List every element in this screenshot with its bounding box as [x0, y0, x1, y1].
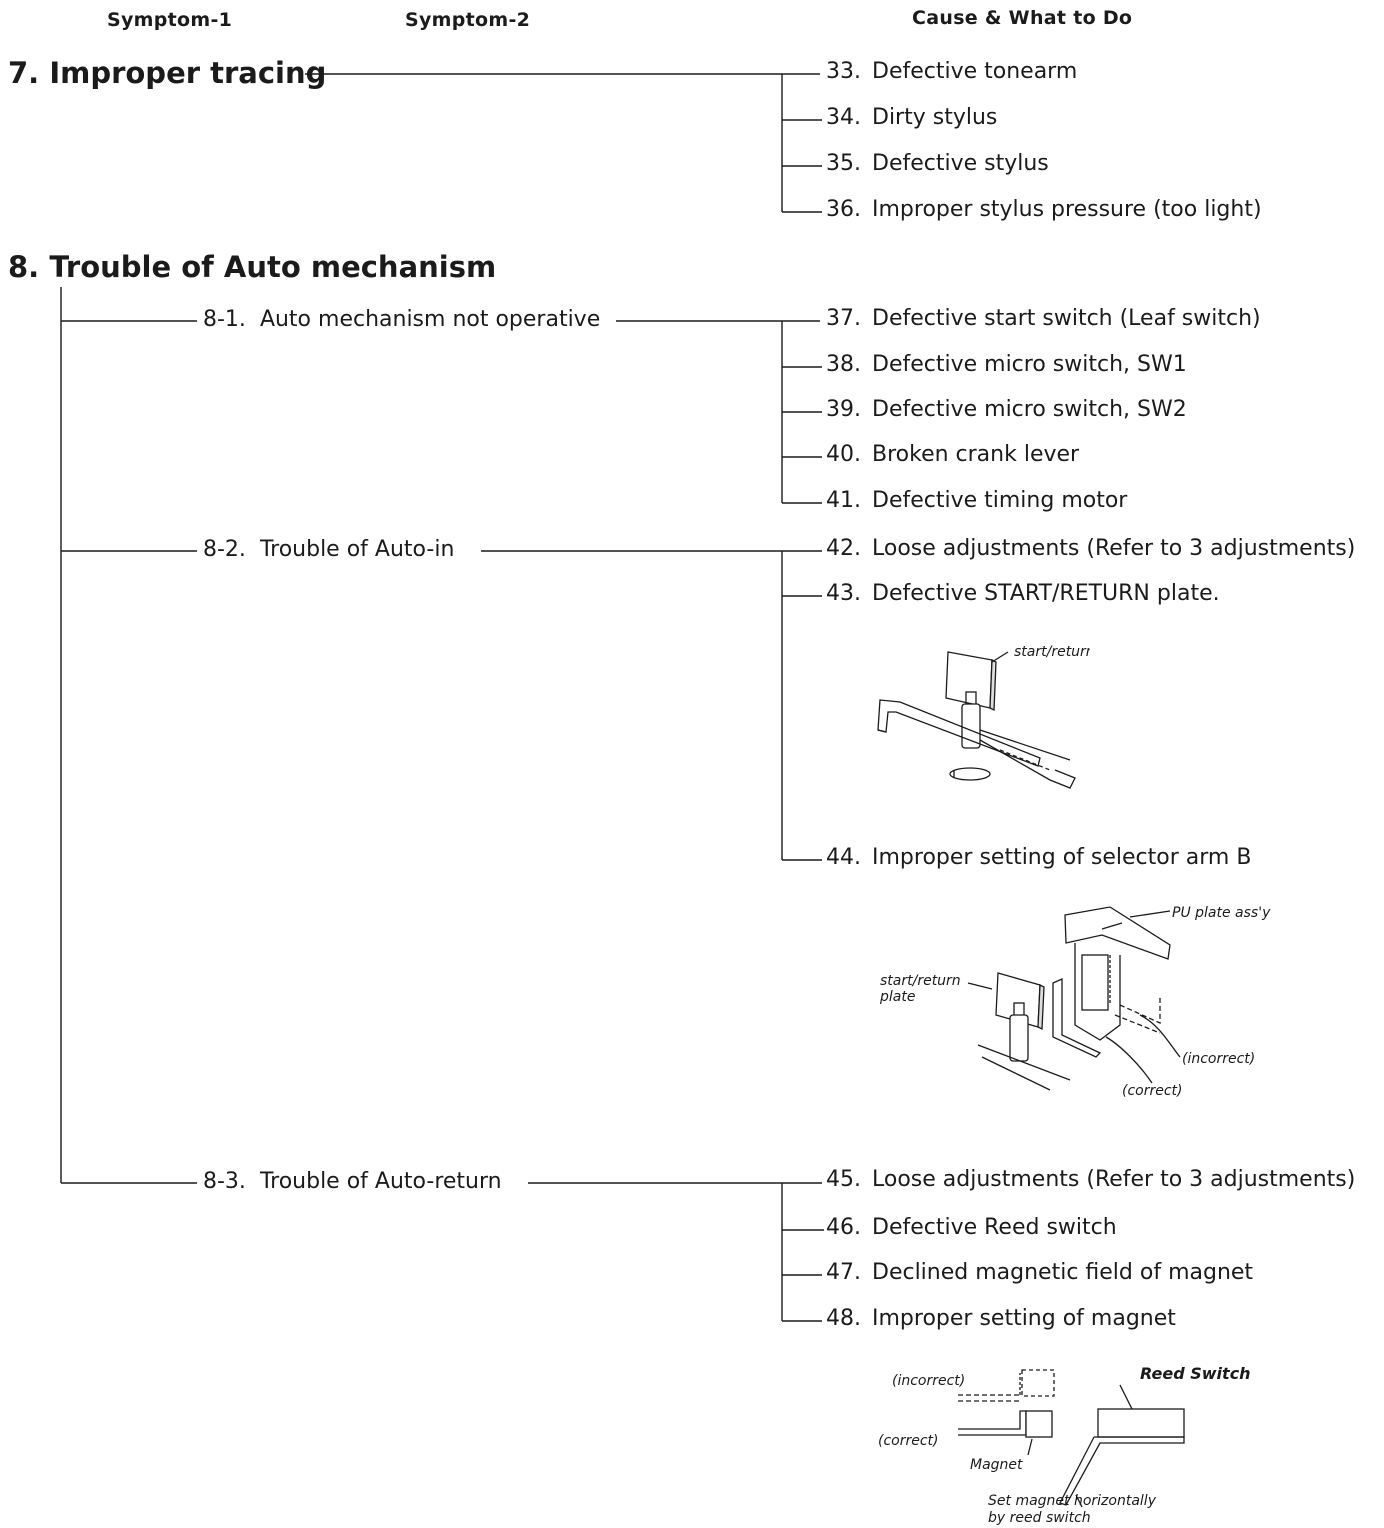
label-pu-plate: PU plate ass'y	[1172, 905, 1271, 921]
cause-text: Defective tonearm	[872, 59, 1078, 84]
cause-text: Declined magnetic field of magnet	[872, 1260, 1254, 1285]
subsection-title: Trouble of Auto-return	[259, 1169, 502, 1194]
cause-text: Defective micro switch, SW2	[872, 397, 1187, 422]
label-correct: (correct)	[1122, 1083, 1183, 1099]
cause-46: 46. Defective Reed switch	[826, 1215, 1117, 1240]
cause-number: 45.	[826, 1167, 861, 1192]
cause-44: 44. Improper setting of selector arm B	[826, 845, 1251, 870]
header-symptom-1: Symptom-1	[107, 9, 233, 31]
cause-number: 47.	[826, 1260, 861, 1285]
cause-36: 36. Improper stylus pressure (too light)	[826, 197, 1262, 222]
label-correct: (correct)	[878, 1433, 939, 1449]
cause-45: 45. Loose adjustments (Refer to 3 adjustm…	[826, 1167, 1355, 1192]
cause-text: Defective START/RETURN plate.	[872, 581, 1220, 606]
cause-text: Loose adjustments (Refer to 3 adjustment…	[872, 536, 1356, 561]
subsection-8-2: 8-2. Trouble of Auto-in	[203, 537, 454, 562]
cause-text: Defective timing motor	[872, 488, 1128, 513]
cause-number: 33.	[826, 59, 861, 84]
subsection-8-3: 8-3. Trouble of Auto-return	[203, 1169, 502, 1194]
cause-48: 48. Improper setting of magnet	[826, 1306, 1176, 1331]
section-8-title: Trouble of Auto mechanism	[49, 250, 497, 284]
cause-41: 41. Defective timing motor	[826, 488, 1127, 513]
cause-number: 37.	[826, 306, 861, 331]
cause-text: Loose adjustments (Refer to 3 adjustment…	[872, 1167, 1356, 1192]
cause-number: 46.	[826, 1215, 861, 1240]
cause-text: Improper setting of magnet	[872, 1306, 1176, 1331]
start-return-plate-figure: start/return plate	[877, 644, 1090, 789]
cause-39: 39. Defective micro switch, SW2	[826, 397, 1187, 422]
label-magnet: Magnet	[970, 1457, 1023, 1473]
cause-text: Defective micro switch, SW1	[872, 352, 1187, 377]
cause-text: Broken crank lever	[872, 442, 1080, 467]
cause-number: 48.	[826, 1306, 861, 1331]
subsection-8-1: 8-1. Auto mechanism not operative	[203, 307, 600, 332]
section-7-number: 7.	[8, 56, 40, 90]
cause-text: Defective start switch (Leaf switch)	[872, 306, 1261, 331]
section-7-heading: 7. Improper tracing	[8, 56, 326, 90]
cause-37: 37. Defective start switch (Leaf switch)	[826, 306, 1261, 331]
cause-33: 33. Defective tonearm	[826, 59, 1077, 84]
cause-number: 40.	[826, 442, 861, 467]
cause-38: 38. Defective micro switch, SW1	[826, 352, 1187, 377]
cause-number: 44.	[826, 845, 861, 870]
cause-number: 34.	[826, 105, 861, 130]
subsection-number: 8-2.	[203, 537, 246, 562]
cause-35: 35. Defective stylus	[826, 151, 1049, 176]
cause-text: Defective stylus	[872, 151, 1049, 176]
cause-42: 42. Loose adjustments (Refer to 3 adjustm…	[826, 536, 1355, 561]
label-incorrect: (incorrect)	[1182, 1051, 1255, 1067]
cause-number: 35.	[826, 151, 861, 176]
section-7-title: Improper tracing	[49, 56, 327, 90]
cause-number: 42.	[826, 536, 861, 561]
cause-number: 39.	[826, 397, 861, 422]
cause-text: Defective Reed switch	[872, 1215, 1117, 1240]
cause-34: 34. Dirty stylus	[826, 105, 997, 130]
cause-43: 43. Defective START/RETURN plate.	[826, 581, 1220, 606]
label-incorrect: (incorrect)	[892, 1373, 965, 1389]
section-8-number: 8.	[8, 250, 40, 284]
cause-40: 40. Broken crank lever	[826, 442, 1079, 467]
cause-text: Improper setting of selector arm B	[872, 845, 1252, 870]
subsection-number: 8-3.	[203, 1169, 246, 1194]
cause-number: 38.	[826, 352, 861, 377]
section-8-heading: 8. Trouble of Auto mechanism	[8, 250, 496, 284]
reed-switch-magnet-figure: (incorrect) (correct) Reed Switch Magnet…	[878, 1364, 1251, 1526]
cause-number: 41.	[826, 488, 861, 513]
cause-47: 47. Declined magnetic field of magnet	[826, 1260, 1253, 1285]
label-reed-switch: Reed Switch	[1140, 1364, 1251, 1383]
cause-number: 36.	[826, 197, 861, 222]
label-start-return-plate: start/return plate	[1014, 644, 1090, 660]
subsection-title: Trouble of Auto-in	[259, 537, 455, 562]
header-symptom-2: Symptom-2	[405, 9, 531, 31]
cause-number: 43.	[826, 581, 861, 606]
cause-text: Dirty stylus	[872, 105, 998, 130]
header-cause: Cause & What to Do	[912, 7, 1133, 29]
subsection-title: Auto mechanism not operative	[259, 307, 601, 332]
subsection-number: 8-1.	[203, 307, 246, 332]
cause-text: Improper stylus pressure (too light)	[872, 197, 1262, 222]
